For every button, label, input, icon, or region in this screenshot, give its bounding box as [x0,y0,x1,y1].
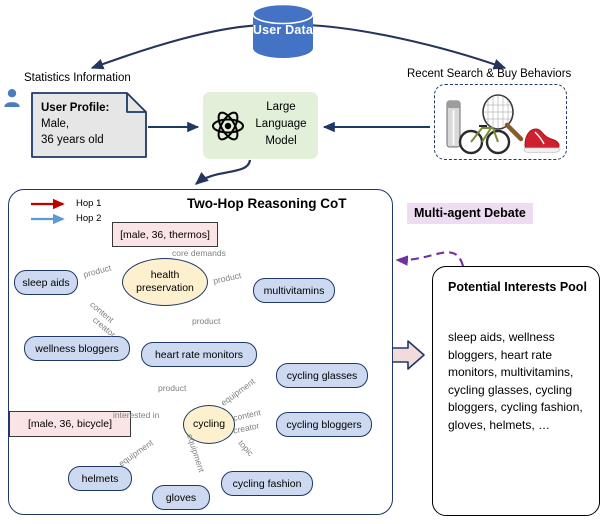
query-box-thermos: [male, 36, thermos] [112,222,218,247]
legend-label-hop1: Hop 1 [76,198,102,209]
user-profile-line2: 36 years old [41,134,104,146]
edge-label-interested-in: interested in [113,410,160,420]
node-multivitamins: multivitamins [253,278,335,303]
user-data-database: User Data [252,3,314,58]
edge-label-product-heart-rate: product [192,316,221,326]
multi-agent-debate-chip: Multi-agent Debate [407,203,533,224]
node-cycling-fashion: cycling fashion [221,471,313,496]
node-heart-rate-monitors: heart rate monitors [141,342,257,367]
large-language-model-box: Large Language Model [203,92,318,159]
database-label: User Data [252,23,314,37]
node-helmets: helmets [68,466,132,491]
recent-behaviors-box [434,84,567,160]
thermos-icon [446,100,461,148]
legend-label-hop2: Hop 2 [76,213,102,224]
user-profile-box: User Profile: Male, 36 years old [31,92,147,158]
pool-items: sleep aids, wellness bloggers, heart rat… [448,330,583,432]
hub-health-line1: health [150,269,180,281]
llm-line1: Large [266,101,296,113]
llm-label: Large Language Model [247,99,315,150]
llm-line2: Language [255,118,307,130]
statistics-caption: Statistics Information [24,72,131,84]
pool-title: Potential Interests Pool [448,280,587,294]
hop2-arrow-icon [31,213,65,224]
user-profile-line1: Male, [41,118,70,130]
query-box-bicycle: [male, 36, bicycle] [9,411,131,437]
potential-interests-pool-box: Potential Interests Pool sleep aids, wel… [432,266,600,516]
hub-health-preservation: health preservation [122,258,208,306]
bicycle-icon [458,125,511,155]
edge-userdata-to-stats [90,23,263,70]
edge-multiagent-feedback [395,251,465,267]
edge-llm-to-cot [194,159,252,185]
user-profile-text: User Profile: Male, 36 years old [41,100,109,148]
sneaker-icon [523,128,561,153]
cot-title: Two-Hop Reasoning CoT [187,196,347,211]
hub-health-line2: preservation [136,282,194,294]
edge-userdata-to-behaviors [304,23,507,70]
edge-label-product-cycling-heart: product [158,383,187,393]
edge-label-core-demands: core demands [172,248,226,258]
node-wellness-bloggers: wellness bloggers [24,336,130,361]
llm-line3: Model [265,135,297,147]
behaviors-caption: Recent Search & Buy Behaviors [407,68,572,80]
hop-legend: Hop 1 Hop 2 [30,197,101,227]
hop1-arrow-icon [31,198,65,209]
user-profile-heading: User Profile: [41,102,110,114]
atom-icon [212,111,244,141]
user-avatar-icon [3,88,21,108]
tennis-racket-icon [482,94,524,142]
database-icon [252,3,314,58]
behavior-item-icons [446,94,561,155]
node-sleep-aids: sleep aids [14,270,78,295]
legend-item-hop2: Hop 2 [30,212,101,225]
node-cycling-glasses: cycling glasses [276,363,368,388]
legend-item-hop1: Hop 1 [30,197,101,210]
node-gloves: gloves [152,485,210,510]
node-cycling-bloggers: cycling bloggers [276,412,372,437]
